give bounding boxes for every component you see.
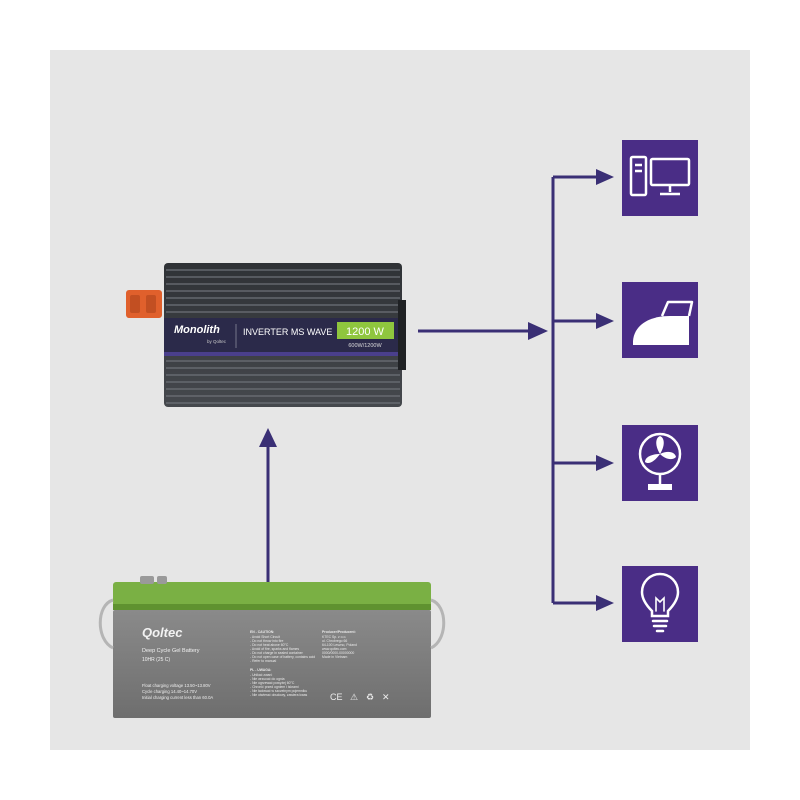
battery-caution-line: - Do not heat above 60°C bbox=[250, 643, 289, 647]
battery-producer-line: 0000/0000-00000000 bbox=[322, 651, 354, 655]
battery-uwaga-title: PL - UWAGA: bbox=[250, 668, 271, 672]
battery-uwaga-line: - Unikać zwarć bbox=[250, 673, 273, 677]
cert-mark: CE bbox=[330, 692, 343, 702]
battery-caution-line: - Do not open case of battery, contains … bbox=[250, 655, 315, 659]
battery-uwaga-line: - Nie otwierać obudowy, zawiera kwas bbox=[250, 693, 308, 697]
battery-charging-specs: Float charging voltage 13.50~13.80V Cycl… bbox=[142, 683, 213, 700]
inverter-model: INVERTER MS WAVE bbox=[243, 327, 332, 337]
battery-producer-line: ul. Chrobrego 66 bbox=[322, 639, 347, 643]
inverter-brand: Monolith bbox=[174, 324, 220, 336]
battery-caution-line: - Do not charge in sealed container bbox=[250, 651, 304, 655]
battery-uwaga-line: - Nie wrzucać do ognia bbox=[250, 677, 285, 681]
branch-arrowhead-fan bbox=[596, 455, 614, 471]
battery-charging-line: Cycle charging 14.40~14.70V bbox=[142, 689, 197, 694]
inverter-heatsink-ribs bbox=[166, 269, 400, 404]
battery-producer-line: Made in Vietnam bbox=[322, 655, 348, 659]
battery-type: Deep Cycle Gel Battery bbox=[142, 648, 200, 654]
cert-mark: ⚠ bbox=[350, 692, 358, 702]
battery-brand: Qoltec bbox=[142, 625, 183, 640]
branch-arrowhead-computer bbox=[596, 169, 614, 185]
battery-caution-line: - Avoid of fire, sparks and flames bbox=[250, 647, 299, 651]
battery-lid-shade bbox=[113, 604, 431, 610]
battery-to-inverter-arrowhead bbox=[259, 428, 277, 447]
battery-charging-line: Float charging voltage 13.50~13.80V bbox=[142, 683, 211, 688]
inverter-label-stripe bbox=[164, 352, 402, 356]
battery-rate: 10HR (25 C) bbox=[142, 657, 170, 663]
battery-handle-right bbox=[430, 598, 446, 650]
battery-caution-line: - Avoid Short Circuit bbox=[250, 635, 280, 639]
device-fan bbox=[622, 425, 698, 501]
battery-caution-line: - Refer to manual bbox=[250, 659, 276, 663]
battery-handle-left bbox=[98, 598, 114, 650]
battery-uwaga-line: - Nie ogrzewać powyżej 60°C bbox=[250, 681, 295, 685]
battery-charging-line: Initial charging current less than 60.0A bbox=[142, 695, 213, 700]
fan-icon bbox=[638, 432, 682, 490]
light-bulb-icon bbox=[640, 572, 680, 633]
inverter-power-rating: 600W/1200W bbox=[348, 343, 382, 349]
device-light-bulb bbox=[622, 566, 698, 642]
battery-producer-line: KTEC Sp. z o.o. bbox=[322, 635, 346, 639]
battery-uwaga-line: - Chronić przed ogniem i iskrami bbox=[250, 685, 299, 689]
battery: Qoltec Deep Cycle Gel Battery 10HR (25 C… bbox=[98, 576, 446, 718]
iron-icon bbox=[633, 300, 694, 345]
battery-caution-line: - Do not throw into fire bbox=[250, 639, 283, 643]
branch-arrowhead-bulb bbox=[596, 595, 614, 611]
device-iron bbox=[622, 282, 698, 358]
battery-producer-line: www.qoltec.com bbox=[322, 647, 347, 651]
battery-caution-block: EN - CAUTION: - Avoid Short Circuit - Do… bbox=[250, 630, 315, 697]
battery-certification-marks: CE ⚠ ♻ ✕ bbox=[330, 692, 390, 702]
cert-mark: ♻ bbox=[366, 692, 374, 702]
battery-producer-block: Producer/Producent: KTEC Sp. z o.o. ul. … bbox=[322, 630, 357, 659]
inverter-end-cap bbox=[398, 300, 406, 370]
battery-uwaga-line: - Nie ładować w szczelnym pojemniku bbox=[250, 689, 307, 693]
device-tile bbox=[622, 140, 698, 216]
inverter-dc-terminal bbox=[126, 290, 162, 318]
battery-terminal bbox=[140, 576, 167, 584]
battery-caution-title: EN - CAUTION: bbox=[250, 630, 274, 634]
inverter: Monolith by Qoltec INVERTER MS WAVE 1200… bbox=[126, 263, 406, 407]
device-computer bbox=[622, 140, 698, 216]
connection-lines bbox=[259, 169, 614, 611]
battery-producer-line: 64-100 Leszno, Poland bbox=[322, 643, 357, 647]
cert-mark: ✕ bbox=[382, 692, 390, 702]
inverter-sub-brand: by Qoltec bbox=[207, 339, 227, 344]
device-tile bbox=[622, 566, 698, 642]
computer-icon bbox=[629, 155, 691, 197]
battery-producer-line: Producer/Producent: bbox=[322, 630, 356, 634]
inverter-power-badge: 1200 W bbox=[346, 326, 385, 338]
battery-lid bbox=[113, 582, 431, 610]
branch-arrowhead-iron bbox=[596, 313, 614, 329]
inverter-power-badge-bg bbox=[337, 322, 394, 339]
inverter-to-bus-arrowhead bbox=[528, 322, 548, 340]
battery-case bbox=[113, 610, 431, 718]
